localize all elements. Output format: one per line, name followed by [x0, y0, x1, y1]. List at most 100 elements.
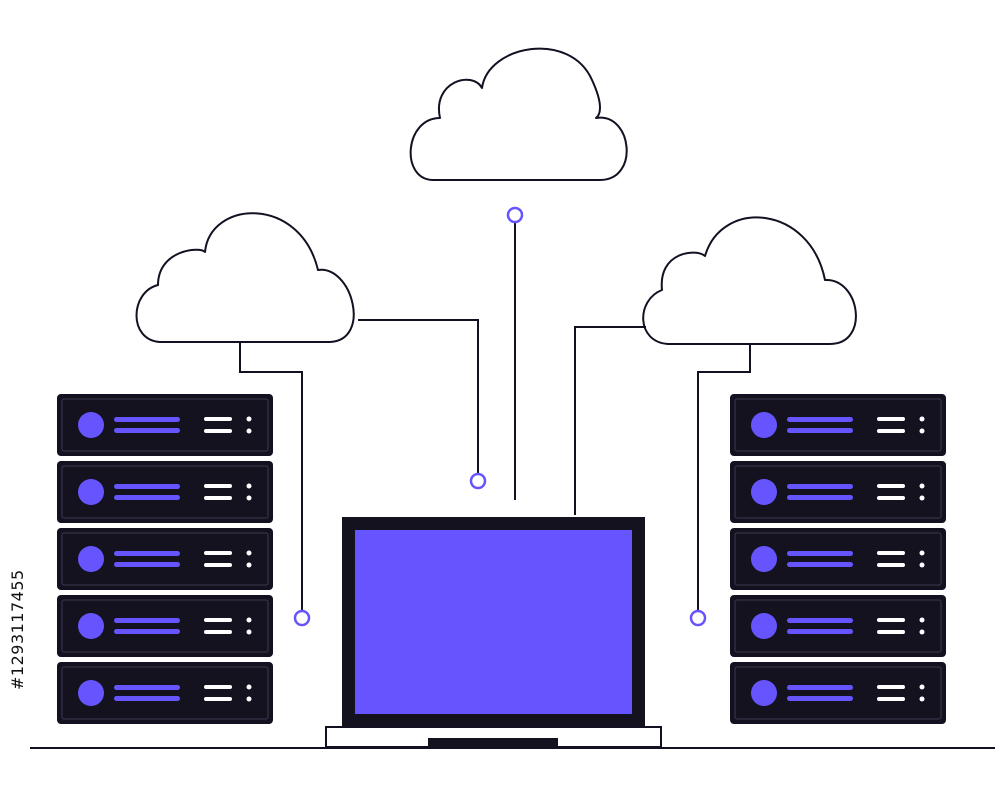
server-unit-bezel [61, 666, 269, 720]
server-slot [877, 618, 905, 622]
connector-node-icon [689, 609, 707, 627]
server-bar [114, 551, 180, 556]
server-unit [57, 461, 273, 523]
server-unit-body [57, 461, 273, 523]
server-bar [787, 417, 853, 422]
server-unit-bezel [61, 465, 269, 519]
server-power-icon [78, 412, 104, 438]
server-bar [114, 685, 180, 690]
connector-node-icon [469, 472, 487, 490]
server-slot [204, 685, 232, 689]
server-unit-body [730, 528, 946, 590]
connector-line-right-cloud [697, 344, 751, 610]
stock-id-text: #1293117455 [8, 569, 27, 690]
server-power-icon [78, 680, 104, 706]
server-power-icon [78, 613, 104, 639]
server-slot [877, 563, 905, 567]
clouds [135, 47, 857, 345]
server-unit [730, 461, 946, 523]
laptop-trackpad-notch [428, 738, 558, 747]
server-bar [114, 629, 180, 634]
server-unit [730, 595, 946, 657]
server-slot [204, 618, 232, 622]
server-unit [730, 662, 946, 724]
connector-nodes [293, 206, 707, 627]
server-unit-bezel [734, 398, 942, 452]
server-power-icon [78, 546, 104, 572]
server-slot [204, 417, 232, 421]
server-led-icon [246, 483, 252, 489]
server-led-icon [246, 562, 252, 568]
server-rack-right [730, 394, 946, 724]
server-unit-body [57, 528, 273, 590]
server-unit [730, 394, 946, 456]
cloud-icon-right [642, 216, 857, 345]
server-power-icon [751, 680, 777, 706]
server-bar [114, 428, 180, 433]
server-unit-body [57, 394, 273, 456]
server-led-icon [919, 416, 925, 422]
server-bar [114, 417, 180, 422]
server-unit [57, 662, 273, 724]
server-led-icon [919, 550, 925, 556]
server-slot [877, 484, 905, 488]
cloud-icon-top [409, 47, 628, 181]
server-unit-bezel [734, 666, 942, 720]
server-power-icon [751, 613, 777, 639]
server-unit [57, 528, 273, 590]
server-slot [877, 429, 905, 433]
server-led-icon [919, 428, 925, 434]
server-led-icon [919, 495, 925, 501]
server-led-icon [246, 696, 252, 702]
server-unit [57, 394, 273, 456]
server-unit-body [730, 662, 946, 724]
server-slot [204, 630, 232, 634]
laptop-screen [355, 530, 632, 714]
server-led-icon [246, 617, 252, 623]
server-power-icon [78, 479, 104, 505]
server-bar [787, 685, 853, 690]
server-unit-body [730, 595, 946, 657]
server-unit-body [730, 461, 946, 523]
server-led-icon [246, 428, 252, 434]
connector-line-left-cloud [239, 342, 303, 610]
server-bar [787, 618, 853, 623]
server-bar [787, 629, 853, 634]
server-led-icon [919, 696, 925, 702]
server-slot [877, 496, 905, 500]
server-slot [877, 697, 905, 701]
server-power-icon [751, 479, 777, 505]
server-led-icon [919, 629, 925, 635]
server-unit-body [730, 394, 946, 456]
server-unit-bezel [734, 465, 942, 519]
server-led-icon [919, 684, 925, 690]
server-bar [114, 495, 180, 500]
server-bar [114, 484, 180, 489]
server-led-icon [246, 495, 252, 501]
connector-line-left-laptop [358, 319, 479, 473]
server-bar [114, 562, 180, 567]
server-slot [877, 630, 905, 634]
server-slot [204, 563, 232, 567]
server-unit [57, 595, 273, 657]
server-led-icon [246, 629, 252, 635]
server-rack-left [57, 394, 273, 724]
laptop-icon [325, 517, 662, 748]
server-unit-bezel [734, 532, 942, 586]
server-unit-body [57, 595, 273, 657]
server-unit-body [57, 662, 273, 724]
server-slot [204, 484, 232, 488]
server-led-icon [246, 550, 252, 556]
server-unit-bezel [61, 532, 269, 586]
server-slot [204, 697, 232, 701]
server-led-icon [919, 617, 925, 623]
server-led-icon [246, 416, 252, 422]
cloud-icon-left [135, 212, 355, 343]
connector-node-icon [506, 206, 524, 224]
server-bar [787, 551, 853, 556]
server-slot [877, 417, 905, 421]
server-led-icon [919, 483, 925, 489]
server-slot [204, 496, 232, 500]
server-slot [204, 551, 232, 555]
